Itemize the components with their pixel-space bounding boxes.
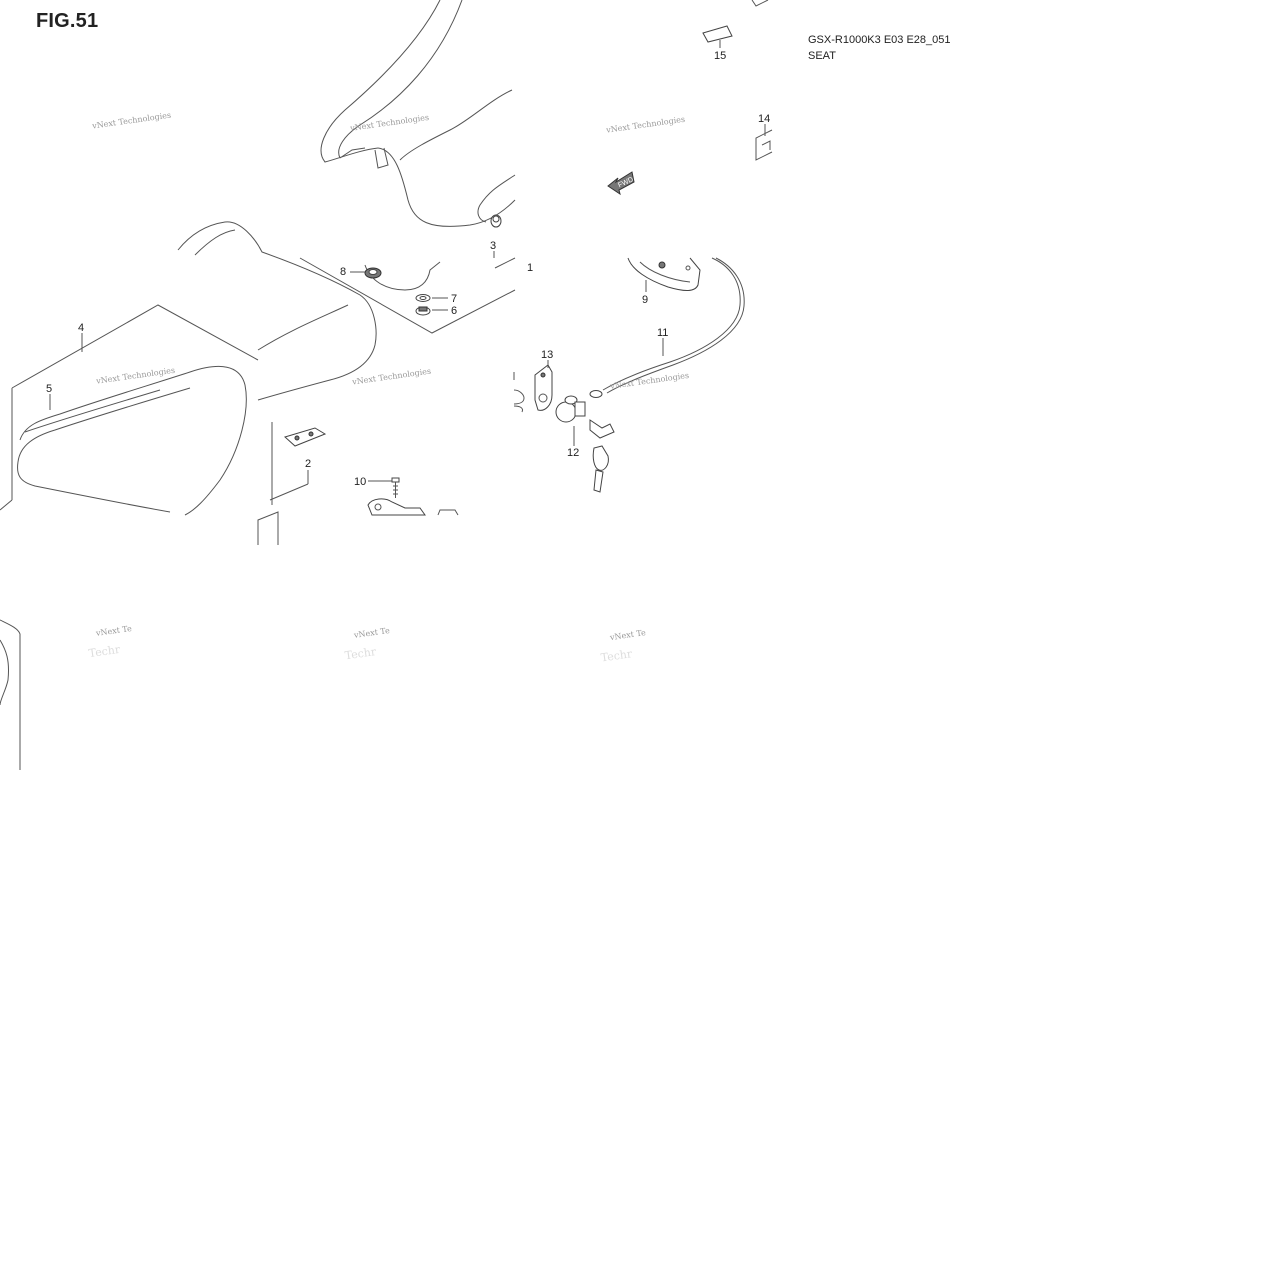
watermark-text-clipped: Techr xyxy=(600,647,634,664)
callout-3: 3 xyxy=(490,240,496,252)
watermarks: vNext Technologies vNext Technologies vN… xyxy=(88,111,690,665)
callout-1: 1 xyxy=(527,262,533,274)
callout-2: 2 xyxy=(305,458,311,470)
figure-title: FIG.51 xyxy=(36,10,99,32)
callout-6: 6 xyxy=(451,305,457,317)
part-8-grommet xyxy=(364,267,382,279)
partial-bracket-left xyxy=(513,372,525,413)
part-11-cable xyxy=(589,257,745,398)
callout-13: 13 xyxy=(541,349,553,361)
watermark-text-clipped: vNext Te xyxy=(352,626,390,640)
watermark-text: vNext Technologies xyxy=(351,367,432,387)
part-3-grommet xyxy=(490,214,502,228)
callout-5: 5 xyxy=(46,383,52,395)
part-15-strip xyxy=(702,0,769,43)
part-2-bracket xyxy=(284,427,327,447)
model-code: GSX-R1000K3 E03 E28_051 xyxy=(808,34,951,46)
section-name: SEAT xyxy=(808,50,836,60)
callout-7: 7 xyxy=(451,293,457,305)
fwd-label: FWD xyxy=(617,176,634,189)
part-10-bolt xyxy=(391,477,400,498)
part-14-holder xyxy=(755,129,773,161)
front-seat xyxy=(0,221,377,545)
lower-left-partial xyxy=(0,619,21,770)
watermark-text: vNext Technologies xyxy=(91,111,172,131)
watermark-text-clipped: Techr xyxy=(88,643,122,660)
callout-9: 9 xyxy=(642,294,648,306)
callout-11: 11 xyxy=(657,327,668,339)
watermark-text-clipped: vNext Te xyxy=(608,628,646,642)
part-7-washer xyxy=(415,294,431,302)
part-9-seat-lock xyxy=(627,257,701,291)
watermark-text-clipped: Techr xyxy=(344,645,378,662)
watermark-text: vNext Technologies xyxy=(349,113,430,133)
rear-seat-cowl xyxy=(320,0,516,227)
callout-4: 4 xyxy=(78,322,84,334)
callout-8: 8 xyxy=(340,266,346,278)
part-12-lock-cylinder xyxy=(555,395,615,493)
callout-15: 15 xyxy=(714,50,726,62)
callout-10: 10 xyxy=(354,476,366,488)
leader-lines xyxy=(49,40,766,501)
lower-hook-assembly xyxy=(367,498,459,516)
part-6-nut xyxy=(415,306,431,316)
callout-labels: 1 2 3 4 5 6 7 8 9 10 11 12 13 14 15 xyxy=(46,50,770,488)
callout-14: 14 xyxy=(758,113,770,125)
seat-frame xyxy=(299,257,516,334)
fwd-arrow-icon: FWD xyxy=(607,171,635,196)
watermark-text: vNext Technologies xyxy=(95,366,176,386)
watermark-text-clipped: vNext Te xyxy=(94,624,132,638)
part-13-bracket xyxy=(534,364,553,411)
callout-12: 12 xyxy=(567,447,579,459)
watermark-text: vNext Technologies xyxy=(605,115,686,135)
